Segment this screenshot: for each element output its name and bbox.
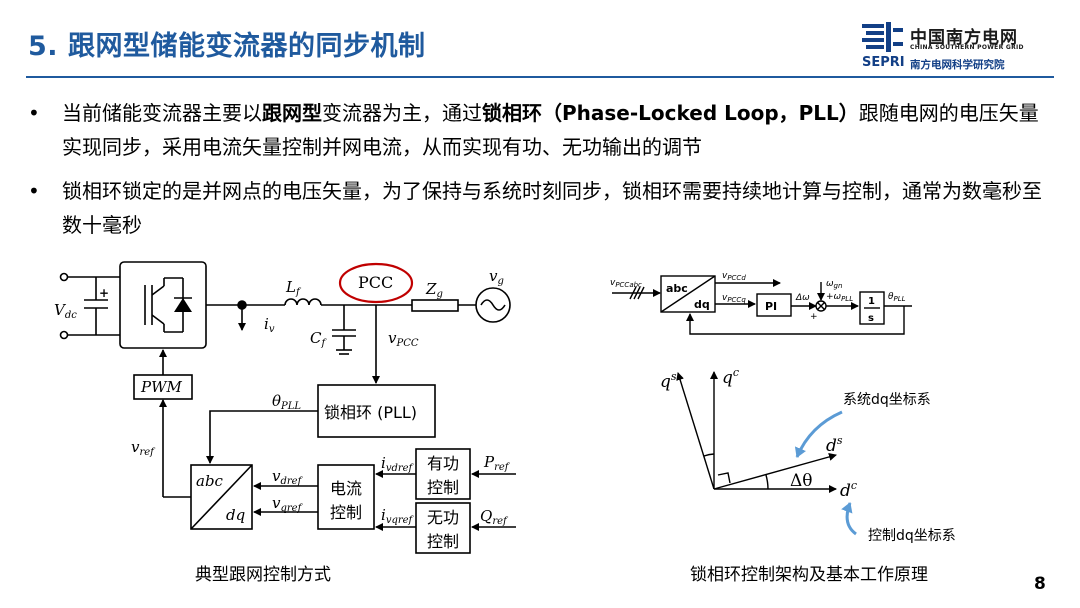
page-number: 8 bbox=[1034, 574, 1046, 594]
omega-gn-label: ωgn bbox=[826, 279, 842, 290]
control-frame-arrow-icon bbox=[841, 502, 857, 536]
system-frame-arrow-icon bbox=[794, 410, 843, 458]
title-divider bbox=[26, 76, 1054, 78]
logo-institute-cn: 南方电网科学研究院 bbox=[910, 59, 1005, 71]
theta-pll-output-label: θPLL bbox=[888, 292, 906, 303]
integrator-den: s bbox=[868, 313, 874, 324]
pwm-label: PWM bbox=[140, 378, 183, 396]
qs-axis-label: qs bbox=[660, 370, 677, 392]
theta-pll-label: θPLL bbox=[272, 392, 301, 412]
ds-axis-label: ds bbox=[826, 434, 843, 456]
pi-label: PI bbox=[765, 300, 777, 313]
pll-block-label: 锁相环 (PLL) bbox=[324, 403, 417, 422]
qref-label: Qref bbox=[480, 507, 509, 527]
dq-label: dq bbox=[694, 298, 710, 311]
delta-theta-label: Δθ bbox=[790, 471, 813, 491]
iv-label: iv bbox=[264, 315, 275, 335]
bullet-dot: • bbox=[28, 179, 40, 203]
dc-axis-label: dc bbox=[840, 479, 857, 501]
vpcc-label: vPCC bbox=[388, 329, 419, 349]
vref-label: vref bbox=[131, 438, 156, 458]
svg-text:+: + bbox=[99, 286, 109, 300]
p-ctrl-label-2: 控制 bbox=[427, 478, 459, 497]
abc-label: abc bbox=[666, 282, 688, 295]
vqref-label: vqref bbox=[272, 494, 304, 514]
logo-org-en: CHINA SOUTHERN POWER GRID bbox=[910, 44, 1024, 51]
omega-pll-label: +ωPLL bbox=[826, 292, 853, 303]
current-ctrl-label-2: 控制 bbox=[330, 503, 362, 522]
diode-icon bbox=[174, 298, 192, 312]
qc-axis-label: qc bbox=[722, 366, 739, 388]
dq-label: dq bbox=[226, 506, 245, 524]
p-ctrl-label-1: 有功 bbox=[427, 454, 459, 473]
slide-title: 5. 跟网型储能变流器的同步机制 bbox=[28, 31, 426, 62]
vg-label: vg bbox=[489, 267, 504, 287]
logo-institute-abbr: SEPRI bbox=[862, 55, 905, 70]
left-figure-caption: 典型跟网控制方式 bbox=[195, 565, 331, 585]
input-vpcc-label: vPCCabc bbox=[610, 278, 642, 289]
pcc-label: PCC bbox=[358, 273, 393, 292]
company-logo: 中国南方电网 CHINA SOUTHERN POWER GRID SEPRI 南… bbox=[858, 18, 1058, 72]
vq-label: vPCCq bbox=[722, 293, 746, 304]
q-ctrl-label-2: 控制 bbox=[427, 532, 459, 551]
bullet-text: 锁相环锁定的是并网点的电压矢量，为了保持与系统时刻同步，锁相环需要持续地计算与控… bbox=[62, 179, 1042, 237]
bullet-dot: • bbox=[28, 101, 40, 125]
cf-label: Cf bbox=[310, 329, 327, 349]
vdref-label: vdref bbox=[272, 467, 304, 487]
system-frame-label: 系统dq坐标系 bbox=[843, 392, 931, 408]
ivqref-label: ivqref bbox=[381, 506, 415, 526]
abc-label: abc bbox=[196, 472, 224, 490]
zg-label: Zg bbox=[425, 280, 443, 300]
csg-logo-icon bbox=[862, 22, 903, 52]
pcc-highlight-circle bbox=[338, 262, 414, 304]
vdc-label: Vdc bbox=[54, 301, 77, 321]
pref-label: Pref bbox=[483, 453, 511, 473]
current-ctrl-label-1: 电流 bbox=[330, 479, 362, 498]
ivdref-label: ivdref bbox=[381, 454, 415, 474]
integrator-num: 1 bbox=[868, 296, 875, 307]
bullet-text: 当前储能变流器主要以跟网型变流器为主，通过锁相环（Phase-Locked Lo… bbox=[62, 101, 1039, 159]
lf-label: Lf bbox=[285, 278, 302, 298]
vd-label: vPCCd bbox=[722, 271, 746, 282]
delta-omega-label: Δω bbox=[795, 293, 810, 303]
logo-org-cn: 中国南方电网 bbox=[910, 28, 1018, 48]
control-frame-label: 控制dq坐标系 bbox=[868, 528, 956, 544]
q-ctrl-label-1: 无功 bbox=[427, 508, 459, 527]
right-figure-caption: 锁相环控制架构及基本工作原理 bbox=[690, 565, 928, 585]
sum-plus-label: + bbox=[810, 312, 818, 322]
